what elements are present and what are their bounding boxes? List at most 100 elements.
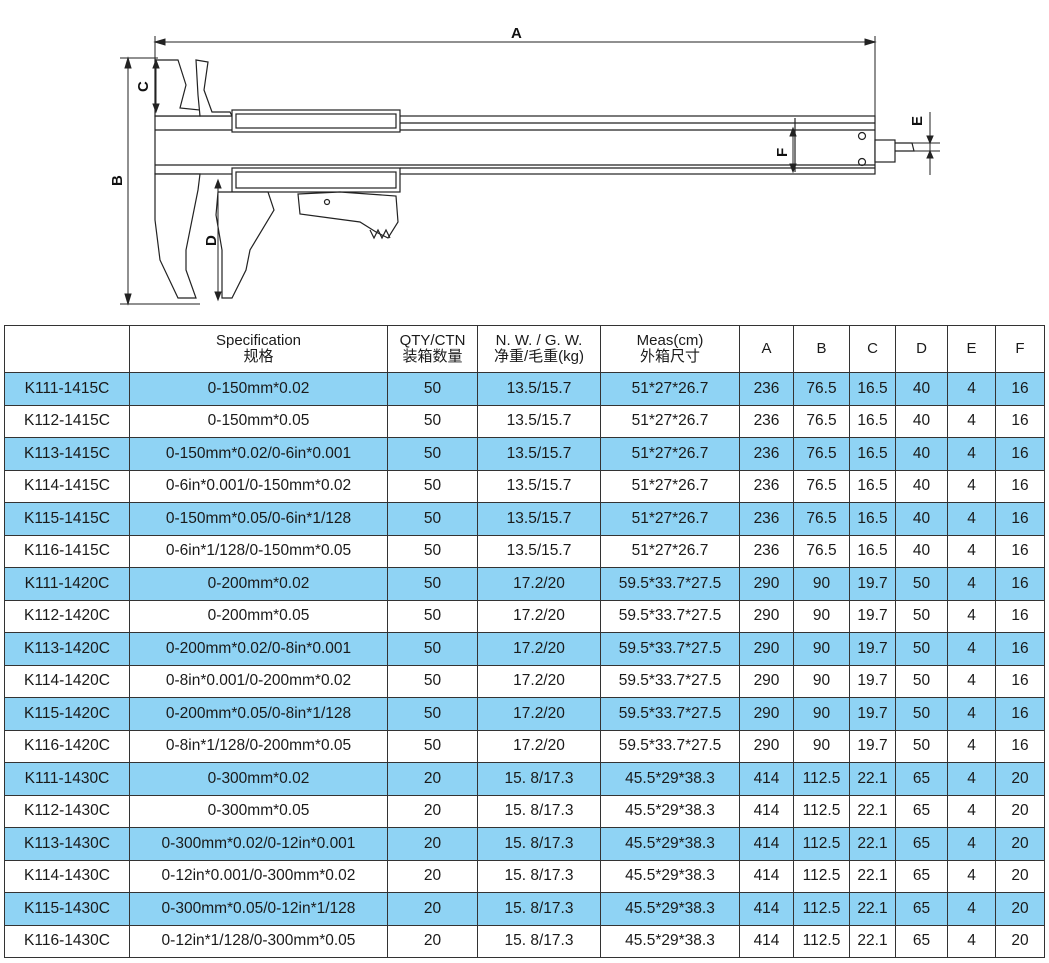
cell-meas: 45.5*29*38.3 [600, 924, 740, 958]
cell-e: 4 [947, 404, 996, 438]
cell-f: 16 [995, 469, 1045, 503]
cell-weight: 13.5/15.7 [477, 437, 601, 471]
cell-c: 19.7 [849, 632, 896, 666]
cell-b: 76.5 [793, 437, 850, 471]
cell-weight: 17.2/20 [477, 729, 601, 763]
cell-qty: 50 [387, 599, 478, 633]
cell-weight: 17.2/20 [477, 567, 601, 601]
header-weight-en: N. W. / G. W. [495, 332, 583, 349]
cell-a: 290 [739, 599, 794, 633]
cell-meas: 59.5*33.7*27.5 [600, 664, 740, 698]
cell-d: 50 [895, 599, 948, 633]
cell-e: 4 [947, 534, 996, 568]
cell-f: 16 [995, 664, 1045, 698]
cell-e: 4 [947, 859, 996, 893]
cell-meas: 59.5*33.7*27.5 [600, 567, 740, 601]
cell-c: 19.7 [849, 664, 896, 698]
cell-code: K116-1430C [4, 924, 130, 958]
cell-spec: 0-8in*1/128/0-200mm*0.05 [129, 729, 388, 763]
cell-meas: 45.5*29*38.3 [600, 892, 740, 926]
cell-qty: 50 [387, 567, 478, 601]
header-spec-en: Specification [215, 332, 302, 349]
cell-f: 16 [995, 567, 1045, 601]
header-d: D [895, 325, 948, 373]
cell-qty: 50 [387, 469, 478, 503]
cell-e: 4 [947, 827, 996, 861]
cell-b: 90 [793, 632, 850, 666]
cell-meas: 51*27*26.7 [600, 502, 740, 536]
cell-b: 90 [793, 599, 850, 633]
cell-a: 290 [739, 567, 794, 601]
dim-label-b: B [109, 175, 126, 186]
cell-spec: 0-6in*1/128/0-150mm*0.05 [129, 534, 388, 568]
cell-b: 112.5 [793, 827, 850, 861]
cell-e: 4 [947, 372, 996, 406]
header-qty-en: QTY/CTN [399, 332, 466, 349]
cell-d: 65 [895, 859, 948, 893]
cell-c: 16.5 [849, 502, 896, 536]
cell-code: K113-1415C [4, 437, 130, 471]
header-a: A [739, 325, 794, 373]
cell-e: 4 [947, 632, 996, 666]
cell-qty: 20 [387, 762, 478, 796]
cell-f: 20 [995, 827, 1045, 861]
cell-f: 16 [995, 632, 1045, 666]
cell-a: 236 [739, 534, 794, 568]
cell-c: 16.5 [849, 469, 896, 503]
cell-c: 16.5 [849, 437, 896, 471]
cell-f: 20 [995, 859, 1045, 893]
cell-code: K115-1415C [4, 502, 130, 536]
cell-c: 22.1 [849, 794, 896, 828]
header-qty-cn: 装箱数量 [402, 348, 463, 365]
cell-a: 414 [739, 892, 794, 926]
cell-e: 4 [947, 697, 996, 731]
cell-meas: 51*27*26.7 [600, 469, 740, 503]
dim-label-e: E [909, 116, 926, 126]
cell-qty: 50 [387, 697, 478, 731]
table-header-row: Specification 规格 QTY/CTN 装箱数量 N. W. / G.… [4, 325, 1045, 373]
cell-e: 4 [947, 599, 996, 633]
cell-meas: 59.5*33.7*27.5 [600, 599, 740, 633]
cell-weight: 15. 8/17.3 [477, 794, 601, 828]
cell-qty: 20 [387, 924, 478, 958]
cell-f: 20 [995, 892, 1045, 926]
dim-label-c: C [135, 81, 152, 92]
cell-meas: 45.5*29*38.3 [600, 762, 740, 796]
cell-weight: 17.2/20 [477, 599, 601, 633]
dim-label-a: A [511, 25, 522, 42]
cell-spec: 0-200mm*0.02 [129, 567, 388, 601]
cell-b: 90 [793, 567, 850, 601]
cell-d: 40 [895, 534, 948, 568]
cell-b: 76.5 [793, 372, 850, 406]
cell-c: 16.5 [849, 372, 896, 406]
header-meas-en: Meas(cm) [636, 332, 704, 349]
cell-f: 16 [995, 599, 1045, 633]
cell-d: 65 [895, 924, 948, 958]
cell-qty: 20 [387, 859, 478, 893]
cell-spec: 0-150mm*0.05 [129, 404, 388, 438]
header-weight: N. W. / G. W. 净重/毛重(kg) [477, 325, 601, 373]
cell-f: 16 [995, 534, 1045, 568]
cell-meas: 59.5*33.7*27.5 [600, 697, 740, 731]
cell-b: 76.5 [793, 502, 850, 536]
cell-a: 414 [739, 827, 794, 861]
cell-weight: 13.5/15.7 [477, 372, 601, 406]
cell-d: 40 [895, 502, 948, 536]
cell-spec: 0-300mm*0.02 [129, 762, 388, 796]
cell-d: 65 [895, 892, 948, 926]
cell-meas: 45.5*29*38.3 [600, 794, 740, 828]
cell-d: 40 [895, 372, 948, 406]
cell-b: 76.5 [793, 534, 850, 568]
cell-a: 236 [739, 372, 794, 406]
cell-e: 4 [947, 567, 996, 601]
cell-code: K111-1415C [4, 372, 130, 406]
